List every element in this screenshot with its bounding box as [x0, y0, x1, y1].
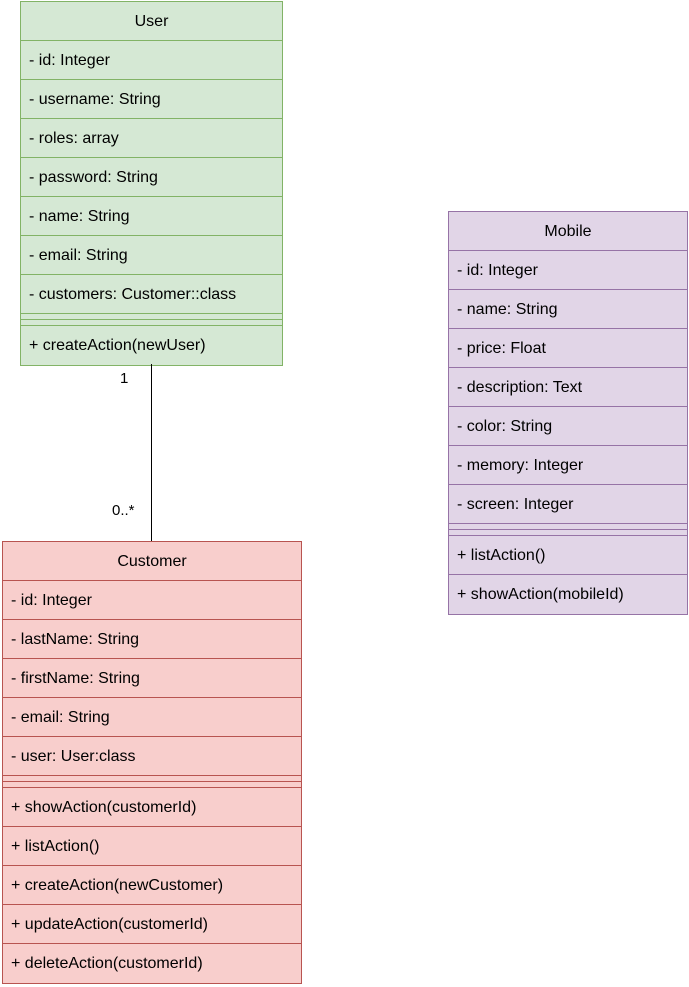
mobile-attribute: - price: Float: [449, 329, 687, 368]
customer-separator: [3, 776, 301, 788]
mobile-attribute: - screen: Integer: [449, 485, 687, 524]
customer-attribute: - firstName: String: [3, 659, 301, 698]
customer-method: + listAction(): [3, 827, 301, 866]
customer-multiplicity: 0..*: [112, 502, 135, 519]
customer-attribute: - email: String: [3, 698, 301, 737]
user-attribute: - name: String: [21, 197, 282, 236]
mobile-attribute: - color: String: [449, 407, 687, 446]
user-multiplicity: 1: [120, 370, 129, 387]
user-attribute: - id: Integer: [21, 41, 282, 80]
customer-method: + showAction(customerId): [3, 788, 301, 827]
mobile-class-box[interactable]: Mobile - id: Integer - name: String - pr…: [448, 211, 688, 615]
user-attribute: - customers: Customer::class: [21, 275, 282, 314]
customer-method: + createAction(newCustomer): [3, 866, 301, 905]
user-class-name: User: [21, 2, 282, 41]
association-line: [151, 364, 152, 541]
mobile-attribute: - id: Integer: [449, 251, 687, 290]
customer-class-box[interactable]: Customer - id: Integer - lastName: Strin…: [2, 541, 302, 984]
user-attribute: - roles: array: [21, 119, 282, 158]
customer-method: + updateAction(customerId): [3, 905, 301, 944]
mobile-attribute: - description: Text: [449, 368, 687, 407]
user-attribute: - username: String: [21, 80, 282, 119]
user-class-box[interactable]: User - id: Integer - username: String - …: [20, 1, 283, 366]
mobile-class-name: Mobile: [449, 212, 687, 251]
mobile-attribute: - name: String: [449, 290, 687, 329]
user-attribute: - email: String: [21, 236, 282, 275]
customer-attribute: - lastName: String: [3, 620, 301, 659]
user-attribute: - password: String: [21, 158, 282, 197]
mobile-method: + listAction(): [449, 536, 687, 575]
customer-method: + deleteAction(customerId): [11, 955, 203, 972]
user-method: + createAction(newUser): [29, 337, 206, 354]
customer-attribute: - id: Integer: [3, 581, 301, 620]
mobile-method: + showAction(mobileId): [457, 586, 624, 603]
mobile-separator: [449, 524, 687, 536]
mobile-attribute: - memory: Integer: [449, 446, 687, 485]
customer-class-name: Customer: [3, 542, 301, 581]
customer-attribute: - user: User:class: [3, 737, 301, 776]
user-separator: [21, 314, 282, 326]
